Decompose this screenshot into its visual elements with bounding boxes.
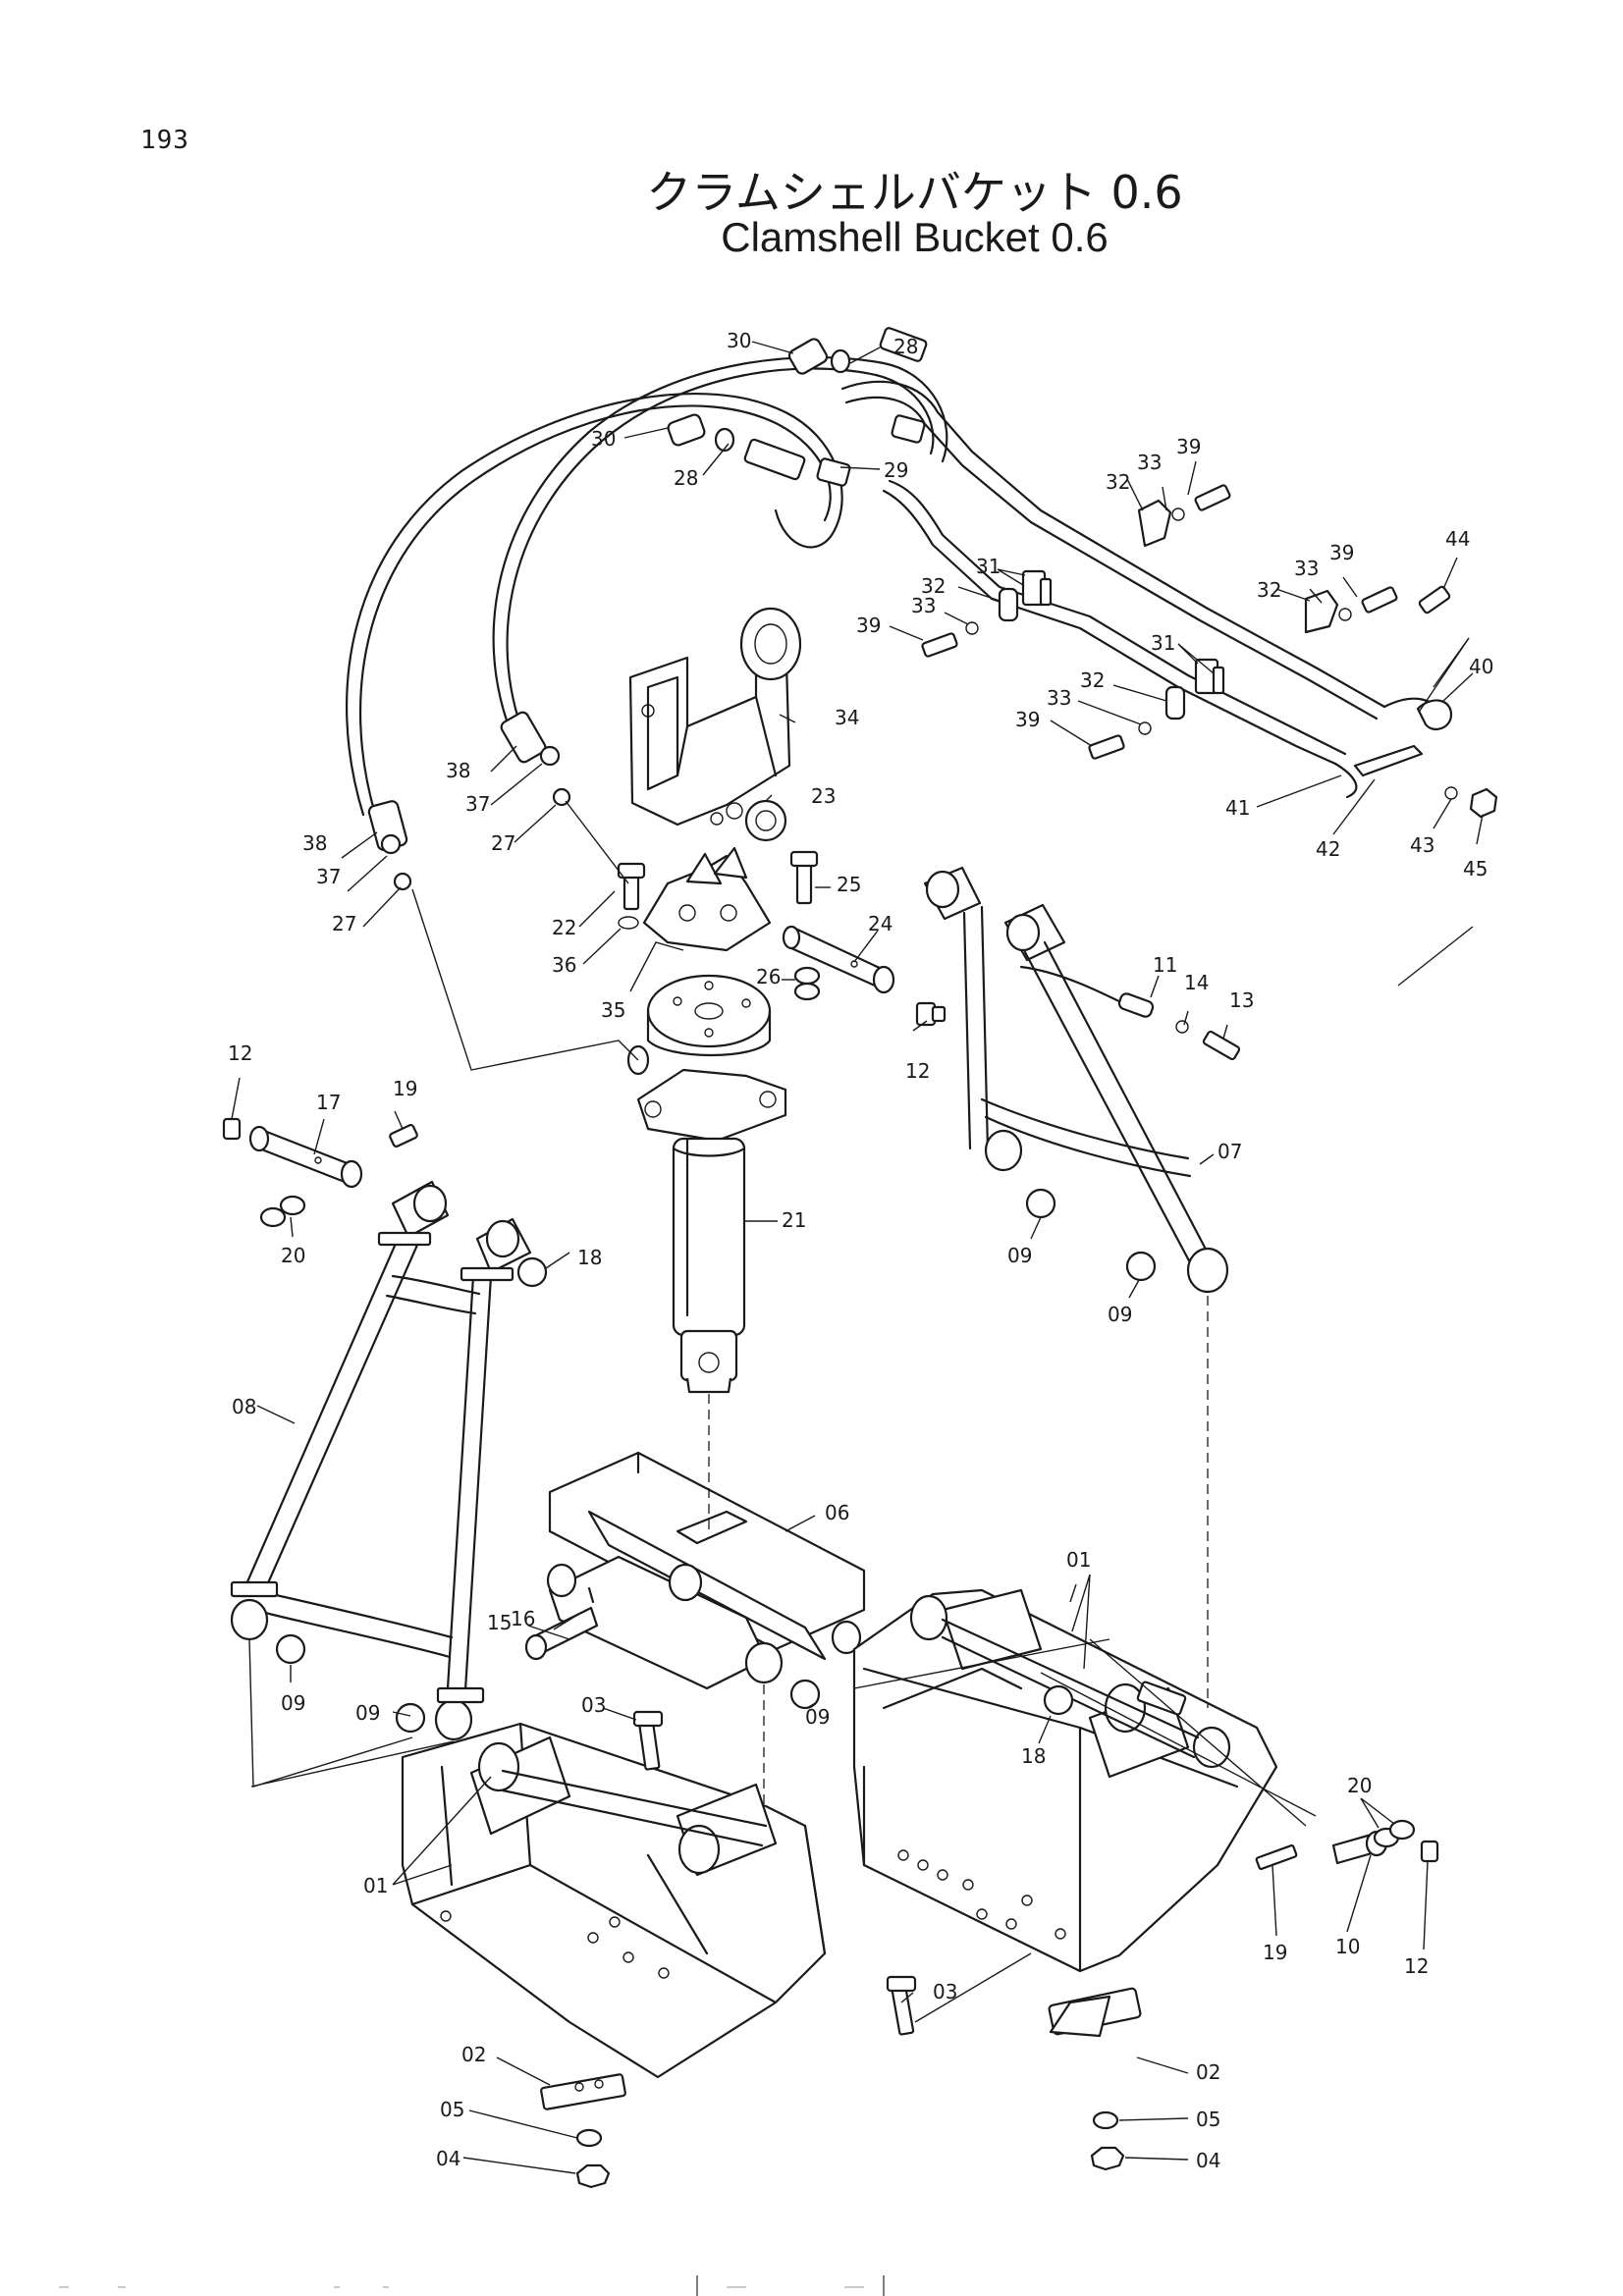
- callout-01: 01: [1066, 1548, 1091, 1572]
- callout-04: 04: [1196, 2149, 1220, 2172]
- bucket-left: [401, 1710, 827, 2189]
- callout-31: 31: [1151, 631, 1175, 655]
- callout-15: 15: [487, 1611, 512, 1634]
- callout-31: 31: [976, 555, 1001, 578]
- callout-32: 32: [1257, 578, 1281, 602]
- callout-27: 27: [491, 831, 515, 855]
- pin-bolt-set: [617, 850, 947, 1027]
- callout-39: 39: [1176, 435, 1201, 458]
- callout-25: 25: [837, 873, 861, 896]
- callout-02: 02: [1196, 2060, 1220, 2084]
- swivel-joint: [626, 846, 787, 1143]
- callout-07: 07: [1217, 1140, 1242, 1163]
- callout-30: 30: [727, 329, 751, 352]
- callout-09: 09: [281, 1691, 305, 1715]
- callout-labels: 30 28 30 29 28 39 33 32 44 39 33 32 31 3…: [228, 329, 1493, 2172]
- callout-33: 33: [1047, 686, 1071, 710]
- callout-03: 03: [933, 1980, 957, 2003]
- lower-frame: [524, 1451, 866, 1710]
- title-english: Clamshell Bucket 0.6: [721, 214, 1109, 260]
- callout-33: 33: [1137, 451, 1162, 474]
- callout-14: 14: [1184, 971, 1209, 994]
- alignment-lines: [248, 637, 1474, 2023]
- callout-09: 09: [355, 1701, 380, 1725]
- scan-edge-marks: [59, 2275, 885, 2296]
- callout-20: 20: [1347, 1774, 1372, 1797]
- callout-44: 44: [1445, 527, 1470, 551]
- hydraulic-cylinder: [672, 1137, 746, 1394]
- callout-08: 08: [232, 1395, 256, 1418]
- callout-30: 30: [591, 427, 616, 451]
- callout-34: 34: [835, 706, 859, 729]
- bucket-right: [852, 1588, 1439, 2171]
- callout-32: 32: [1080, 668, 1105, 692]
- callout-22: 22: [552, 916, 576, 939]
- callout-05: 05: [440, 2098, 464, 2121]
- callout-03: 03: [581, 1693, 606, 1717]
- callout-19: 19: [1263, 1941, 1287, 1964]
- callout-12: 12: [905, 1059, 930, 1083]
- callout-26: 26: [756, 965, 781, 988]
- callout-21: 21: [782, 1208, 806, 1232]
- callout-09: 09: [1108, 1303, 1132, 1326]
- callout-35: 35: [601, 998, 625, 1022]
- callout-36: 36: [552, 953, 576, 977]
- callout-41: 41: [1225, 796, 1250, 820]
- callout-01: 01: [363, 1874, 388, 1897]
- callout-09: 09: [805, 1705, 830, 1729]
- callout-04: 04: [436, 2147, 460, 2170]
- callout-42: 42: [1316, 837, 1340, 861]
- callout-23: 23: [811, 784, 836, 808]
- swivel-bracket: [628, 607, 802, 842]
- callout-19: 19: [393, 1077, 417, 1100]
- callout-39: 39: [1329, 541, 1354, 564]
- callout-18: 18: [577, 1246, 602, 1269]
- callout-12: 12: [228, 1041, 252, 1065]
- callout-18: 18: [1021, 1744, 1046, 1768]
- callout-33: 33: [1294, 557, 1319, 580]
- callout-02: 02: [461, 2043, 486, 2066]
- callout-20: 20: [281, 1244, 305, 1267]
- callout-06: 06: [825, 1501, 849, 1524]
- callout-29: 29: [884, 458, 908, 482]
- hose-fittings: [367, 327, 928, 891]
- callout-09: 09: [1007, 1244, 1032, 1267]
- callout-05: 05: [1196, 2108, 1220, 2131]
- callout-10: 10: [1335, 1935, 1360, 1958]
- callout-43: 43: [1410, 833, 1434, 857]
- hydraulic-hoses: [345, 355, 1445, 823]
- callout-40: 40: [1469, 655, 1493, 678]
- callout-13: 13: [1229, 988, 1254, 1012]
- callout-11: 11: [1153, 953, 1177, 977]
- callout-32: 32: [1106, 470, 1130, 494]
- callout-28: 28: [674, 466, 698, 490]
- link-arm-left: [222, 1117, 548, 1741]
- callout-39: 39: [856, 614, 881, 637]
- title-japanese: クラムシェルバケット 0.6: [646, 166, 1183, 219]
- callout-38: 38: [302, 831, 327, 855]
- callout-27: 27: [332, 912, 356, 935]
- callout-39: 39: [1015, 708, 1040, 731]
- callout-leaders: [231, 341, 1484, 2174]
- callout-24: 24: [868, 912, 893, 935]
- link-arm-right: [923, 866, 1241, 1294]
- page-number: 193: [140, 126, 189, 155]
- callout-28: 28: [893, 335, 918, 358]
- callout-12: 12: [1404, 1954, 1429, 1978]
- callout-37: 37: [465, 792, 490, 816]
- callout-32: 32: [921, 574, 946, 598]
- callout-33: 33: [911, 594, 936, 617]
- callout-45: 45: [1463, 857, 1488, 881]
- callout-17: 17: [316, 1091, 341, 1114]
- hose-clamps: [921, 484, 1498, 819]
- callout-38: 38: [446, 759, 470, 782]
- callout-37: 37: [316, 865, 341, 888]
- callout-16: 16: [511, 1607, 535, 1630]
